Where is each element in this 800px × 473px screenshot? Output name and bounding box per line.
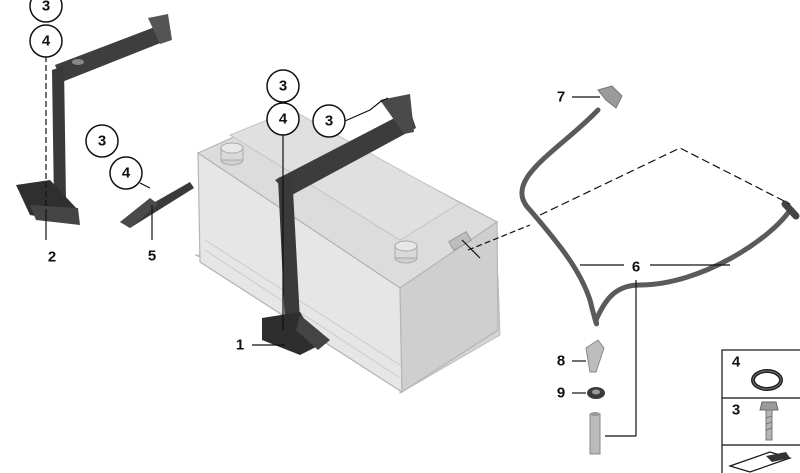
legend-item-3-number: 3 (732, 402, 740, 419)
label-part-5: 5 (148, 248, 156, 265)
battery (194, 109, 501, 394)
callout-mid-3: 3 (85, 124, 119, 158)
callout-mid-3-text: 3 (98, 133, 106, 150)
terminal-rear (394, 240, 418, 264)
label-part-1: 1 (236, 337, 244, 354)
legend-item-4: 4 (732, 354, 783, 391)
callout-center-4: 4 (266, 102, 300, 136)
terminal-front (220, 142, 244, 166)
leader-lines (45, 56, 791, 437)
callout-top-3: 3 (29, 0, 63, 23)
label-part-2: 2 (48, 249, 56, 266)
callout-top-4: 4 (29, 24, 63, 58)
callout-center-4-text: 4 (279, 111, 288, 128)
legend-item-4-number: 4 (732, 354, 741, 371)
callout-right-3-text: 3 (325, 113, 333, 130)
part-2-bracket (16, 14, 172, 225)
callout-mid-4: 4 (109, 156, 143, 190)
callout-mid-4-text: 4 (122, 165, 131, 182)
bolt-icon (759, 401, 779, 441)
callout-center-3-text: 3 (279, 78, 287, 95)
legend-item-plate (728, 451, 792, 473)
part-9-grommet (587, 387, 605, 399)
label-part-9: 9 (557, 385, 565, 402)
legend-item-3: 3 (732, 401, 779, 441)
callout-top-4-text: 4 (42, 33, 51, 50)
part-8-fitting (585, 339, 605, 373)
part-7-elbow (597, 85, 623, 109)
label-part-8: 8 (557, 353, 565, 370)
label-part-7: 7 (557, 89, 565, 106)
part-5-clip (120, 182, 194, 228)
vent-hose (519, 107, 800, 327)
callout-center-3: 3 (266, 69, 300, 103)
drain-tube (589, 412, 601, 455)
parts-legend: 4 3 (721, 349, 800, 473)
callout-top-3-text: 3 (42, 0, 50, 15)
callout-right-3: 3 (312, 104, 346, 138)
label-part-6: 6 (632, 259, 640, 276)
